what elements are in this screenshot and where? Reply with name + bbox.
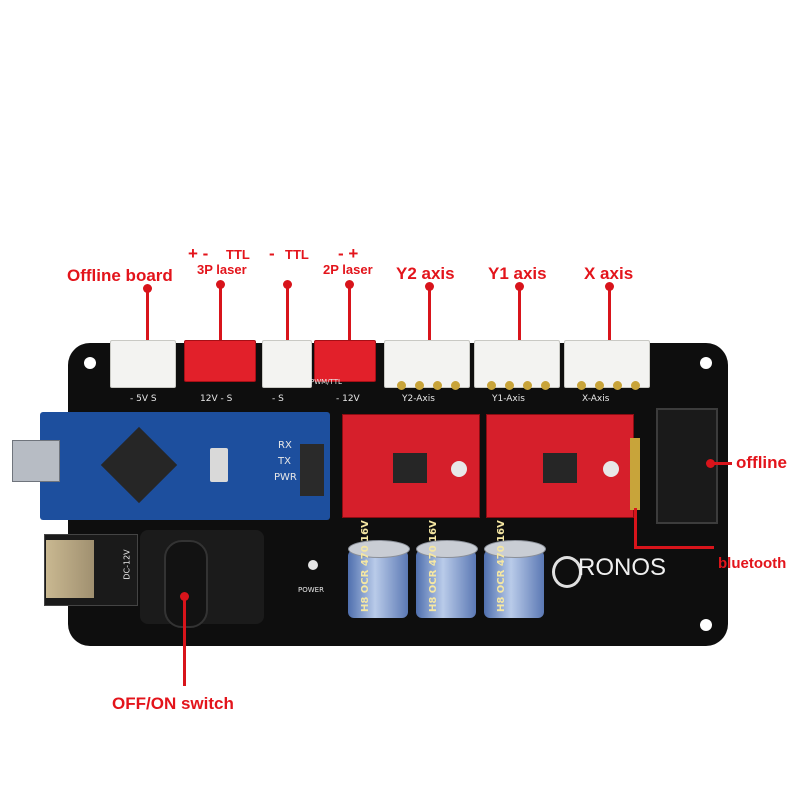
offline-board-label: Offline board [67,266,173,285]
cronos-logo-icon [552,556,582,588]
reset-button[interactable] [210,448,228,482]
y1-stepper-driver [486,414,634,518]
y1-axis-connector[interactable] [474,340,560,388]
connector-pin [433,381,442,390]
bluetooth-label: bluetooth [718,555,787,572]
mounting-hole [700,619,712,631]
connector-pin [397,381,406,390]
capacitor [484,550,544,618]
silkscreen-5v: - 5V S [130,394,157,404]
power-label: POWER [298,586,324,594]
rx-label: RX [278,440,292,451]
y2-axis-connector[interactable] [384,340,470,388]
offline-board-dot [143,284,152,293]
silkscreen-y2: Y2-Axis [402,394,435,404]
pwr-label: PWR [274,472,297,483]
mounting-hole [84,357,96,369]
capacitor-top [484,540,546,558]
jumper-header[interactable] [300,444,324,496]
capacitor-label: H8 OCR 470 16V [496,520,507,612]
off-on-pointer [183,596,186,686]
cronos-logo-text: RONOS [578,554,667,581]
x-axis-connector[interactable] [564,340,650,388]
x-axis-dot [605,282,614,291]
connector-pin [541,381,550,390]
y2-axis-dot [425,282,434,291]
driver-potentiometer[interactable] [603,461,619,477]
three-p-ttl-label: TTL [226,247,250,262]
off-on-switch-label: OFF/ON switch [112,694,234,713]
usb-mini-port[interactable] [12,440,60,482]
ttl-connector[interactable] [262,340,312,388]
two-p-laser-connector[interactable] [314,340,376,382]
connector-pin [523,381,532,390]
connector-pin [451,381,460,390]
silkscreen-ttl: - S [272,394,284,404]
y1-axis-label: Y1 axis [488,264,547,283]
offline-pointer [712,462,732,465]
tx-label: TX [278,456,291,467]
ttl-pointer [286,282,289,342]
x-axis-pointer [608,288,611,342]
connector-pin [487,381,496,390]
silkscreen-12v: 12V - S [200,394,233,404]
capacitor-label: H8 OCR 470 16V [360,520,371,612]
two-p-laser-dot [345,280,354,289]
connector-pin [595,381,604,390]
driver-chip [543,453,577,483]
capacitor [348,550,408,618]
offline-label: offline [736,453,787,472]
bluetooth-pointer-v [634,508,637,548]
connector-pin [415,381,424,390]
y1-axis-dot [515,282,524,291]
offline-board-connector[interactable] [110,340,176,388]
y2-axis-label: Y2 axis [396,264,455,283]
bluetooth-pointer-h [634,546,714,549]
silkscreen-x: X-Axis [582,394,610,404]
driver-chip [393,453,427,483]
capacitor-top [416,540,478,558]
off-on-dot [180,592,189,601]
connector-pin [577,381,586,390]
three-p-laser-connector[interactable] [184,340,256,382]
bluetooth-header[interactable] [630,438,640,510]
three-p-laser-dot [216,280,225,289]
two-p-laser-label: 2P laser [323,262,373,277]
dc-power-jack-face [46,540,94,598]
dc-12v-label: DC-12V [122,549,132,580]
silkscreen-y1: Y1-Axis [492,394,525,404]
x-axis-label: X axis [584,264,634,283]
ttl-dot [283,280,292,289]
y2-stepper-driver [342,414,480,518]
three-p-laser-label: 3P laser [197,262,247,277]
power-switch-knob[interactable] [164,540,208,628]
y1-axis-pointer [518,288,521,342]
silkscreen-pwm: PWM/TTL [310,378,342,386]
silkscreen-minus-12v: - 12V [336,394,360,404]
connector-pin [613,381,622,390]
offline-board-pointer [146,290,149,342]
capacitor-label: H8 OCR 470 16V [428,520,439,612]
three-p-laser-pointer [219,282,222,342]
capacitor-top [348,540,410,558]
two-p-polarity-label: - + [338,244,359,263]
three-p-polarity-label: + - [188,244,209,263]
power-led [308,560,318,570]
capacitor [416,550,476,618]
ttl-label: TTL [285,247,309,262]
mounting-hole [700,357,712,369]
connector-pin [631,381,640,390]
two-p-laser-pointer [348,282,351,342]
offline-dot [706,459,715,468]
connector-pin [505,381,514,390]
arduino-nano-board [40,412,330,520]
driver-potentiometer[interactable] [451,461,467,477]
ttl-minus-label: - [269,244,275,263]
y2-axis-pointer [428,288,431,342]
